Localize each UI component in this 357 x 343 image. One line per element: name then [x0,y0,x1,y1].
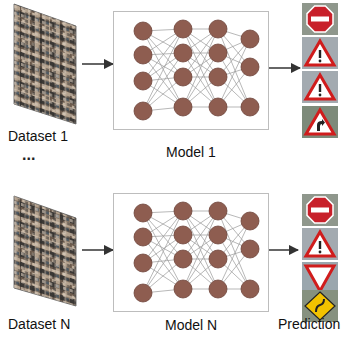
arrow-connector [269,249,298,251]
arrow-connector [82,63,113,65]
node-label: Dataset 1 [8,128,68,144]
prediction-column: Prediction [298,192,338,333]
model-box: Model 1 [113,11,269,161]
node-label: Model 1 [166,144,216,160]
model-box: Model N [113,193,269,333]
node-label: Dataset N [8,316,70,332]
model-outline [113,11,269,130]
dataset-image: Dataset N [4,192,82,333]
arrow-connector [82,249,113,251]
model-outline [113,193,269,312]
ellipsis-label: ... [22,146,35,164]
node-label: Prediction [278,316,340,332]
dataset-image: Dataset 1 [4,2,82,146]
node-label: Model N [165,317,217,333]
